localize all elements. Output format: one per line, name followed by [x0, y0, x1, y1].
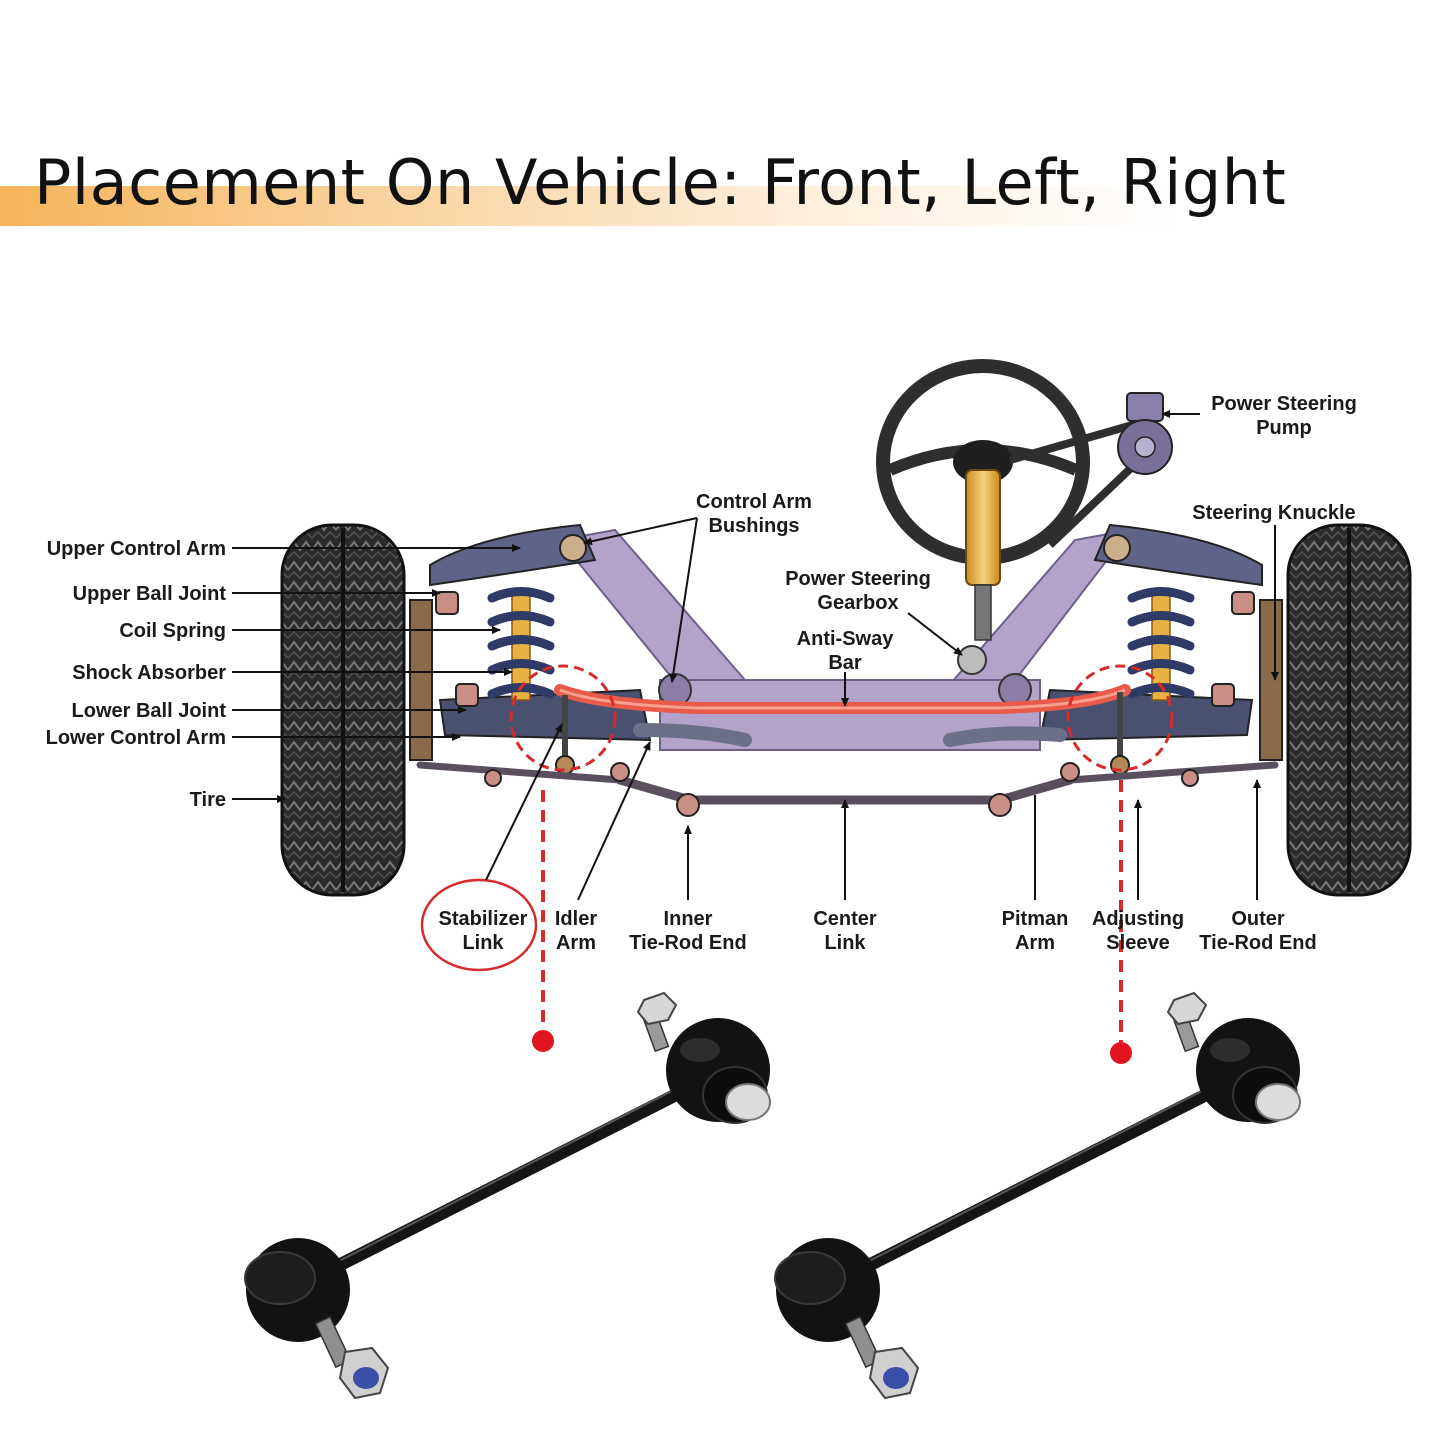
right-red-dot: [1110, 1042, 1132, 1064]
power-steering-gearbox: [957, 645, 987, 675]
label-control-arm-bushings-1: Control Arm: [696, 491, 812, 513]
right-steering-knuckle: [1259, 599, 1283, 761]
ball-joints: [435, 591, 1255, 707]
part-labels: Upper Control Arm Upper Ball Joint Coil …: [46, 393, 1357, 954]
right-upper-control-arm: [1093, 523, 1263, 587]
label-inner-tie-rod-end-2: Tie-Rod End: [629, 932, 746, 954]
label-anti-sway-bar-2: Bar: [828, 652, 862, 674]
label-power-steering-gearbox-1: Power Steering: [785, 568, 931, 590]
left-highlight-circle: [509, 664, 617, 772]
page-title: Placement On Vehicle: Front, Left, Right: [34, 146, 1287, 219]
left-steering-knuckle: [409, 599, 433, 761]
label-pitman-arm-1: Pitman: [1002, 908, 1069, 930]
title-highlight-band: [0, 186, 1180, 226]
label-adjusting-sleeve-2: Sleeve: [1106, 932, 1169, 954]
label-power-steering-pump-1: Power Steering: [1211, 393, 1357, 415]
left-red-dot: [532, 1030, 554, 1052]
label-center-link-2: Link: [824, 932, 866, 954]
label-stabilizer-link-1: Stabilizer: [439, 908, 528, 930]
label-coil-spring: Coil Spring: [119, 620, 226, 642]
power-steering-pump: [1008, 392, 1173, 548]
label-idler-arm-1: Idler: [555, 908, 597, 930]
label-center-link-1: Center: [813, 908, 877, 930]
label-outer-tie-rod-end-1: Outer: [1231, 908, 1285, 930]
label-lower-control-arm: Lower Control Arm: [46, 727, 226, 749]
label-stabilizer-link-2: Link: [462, 932, 504, 954]
label-power-steering-gearbox-2: Gearbox: [817, 592, 898, 614]
stabilizer-link-label-circle: [420, 878, 538, 972]
label-anti-sway-bar-1: Anti-Sway: [797, 628, 895, 650]
label-power-steering-pump-2: Pump: [1256, 417, 1312, 439]
label-pitman-arm-2: Arm: [1015, 932, 1055, 954]
label-control-arm-bushings-2: Bushings: [708, 515, 799, 537]
right-coil-spring: [1127, 587, 1195, 701]
label-tire: Tire: [190, 789, 226, 811]
product-stabilizer-link-right: [774, 991, 1301, 1400]
label-adjusting-sleeve-1: Adjusting: [1092, 908, 1184, 930]
leader-lines: [232, 410, 1279, 901]
label-steering-knuckle: Steering Knuckle: [1192, 502, 1355, 524]
label-upper-ball-joint: Upper Ball Joint: [73, 583, 227, 605]
label-upper-control-arm: Upper Control Arm: [47, 538, 226, 560]
left-coil-spring: [487, 587, 555, 701]
label-lower-ball-joint: Lower Ball Joint: [72, 700, 227, 722]
label-idler-arm-2: Arm: [556, 932, 596, 954]
label-inner-tie-rod-end-1: Inner: [664, 908, 713, 930]
product-stabilizer-link-left: [244, 991, 771, 1400]
label-outer-tie-rod-end-2: Tie-Rod End: [1199, 932, 1316, 954]
steering-column: [965, 469, 1001, 586]
right-tire: [1286, 523, 1412, 897]
label-shock-absorber: Shock Absorber: [72, 662, 226, 684]
right-highlight-circle: [1066, 664, 1174, 772]
